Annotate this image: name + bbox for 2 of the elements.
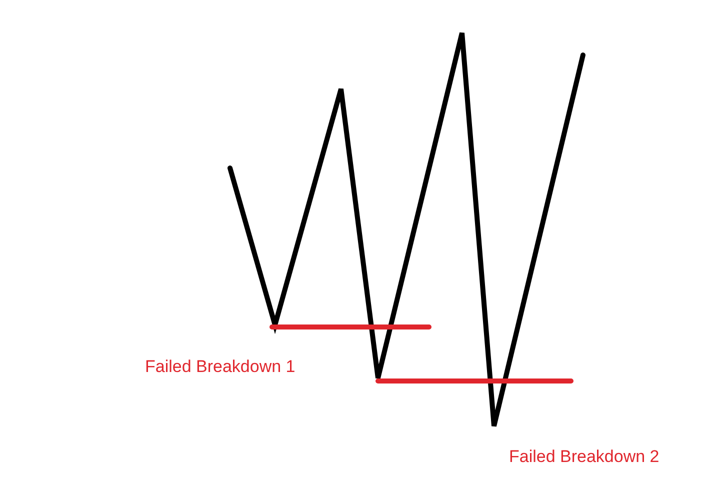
annotation-text: Failed Breakdown 2 — [509, 447, 660, 467]
annotation-text: Failed Breakdown 1 — [145, 357, 296, 377]
